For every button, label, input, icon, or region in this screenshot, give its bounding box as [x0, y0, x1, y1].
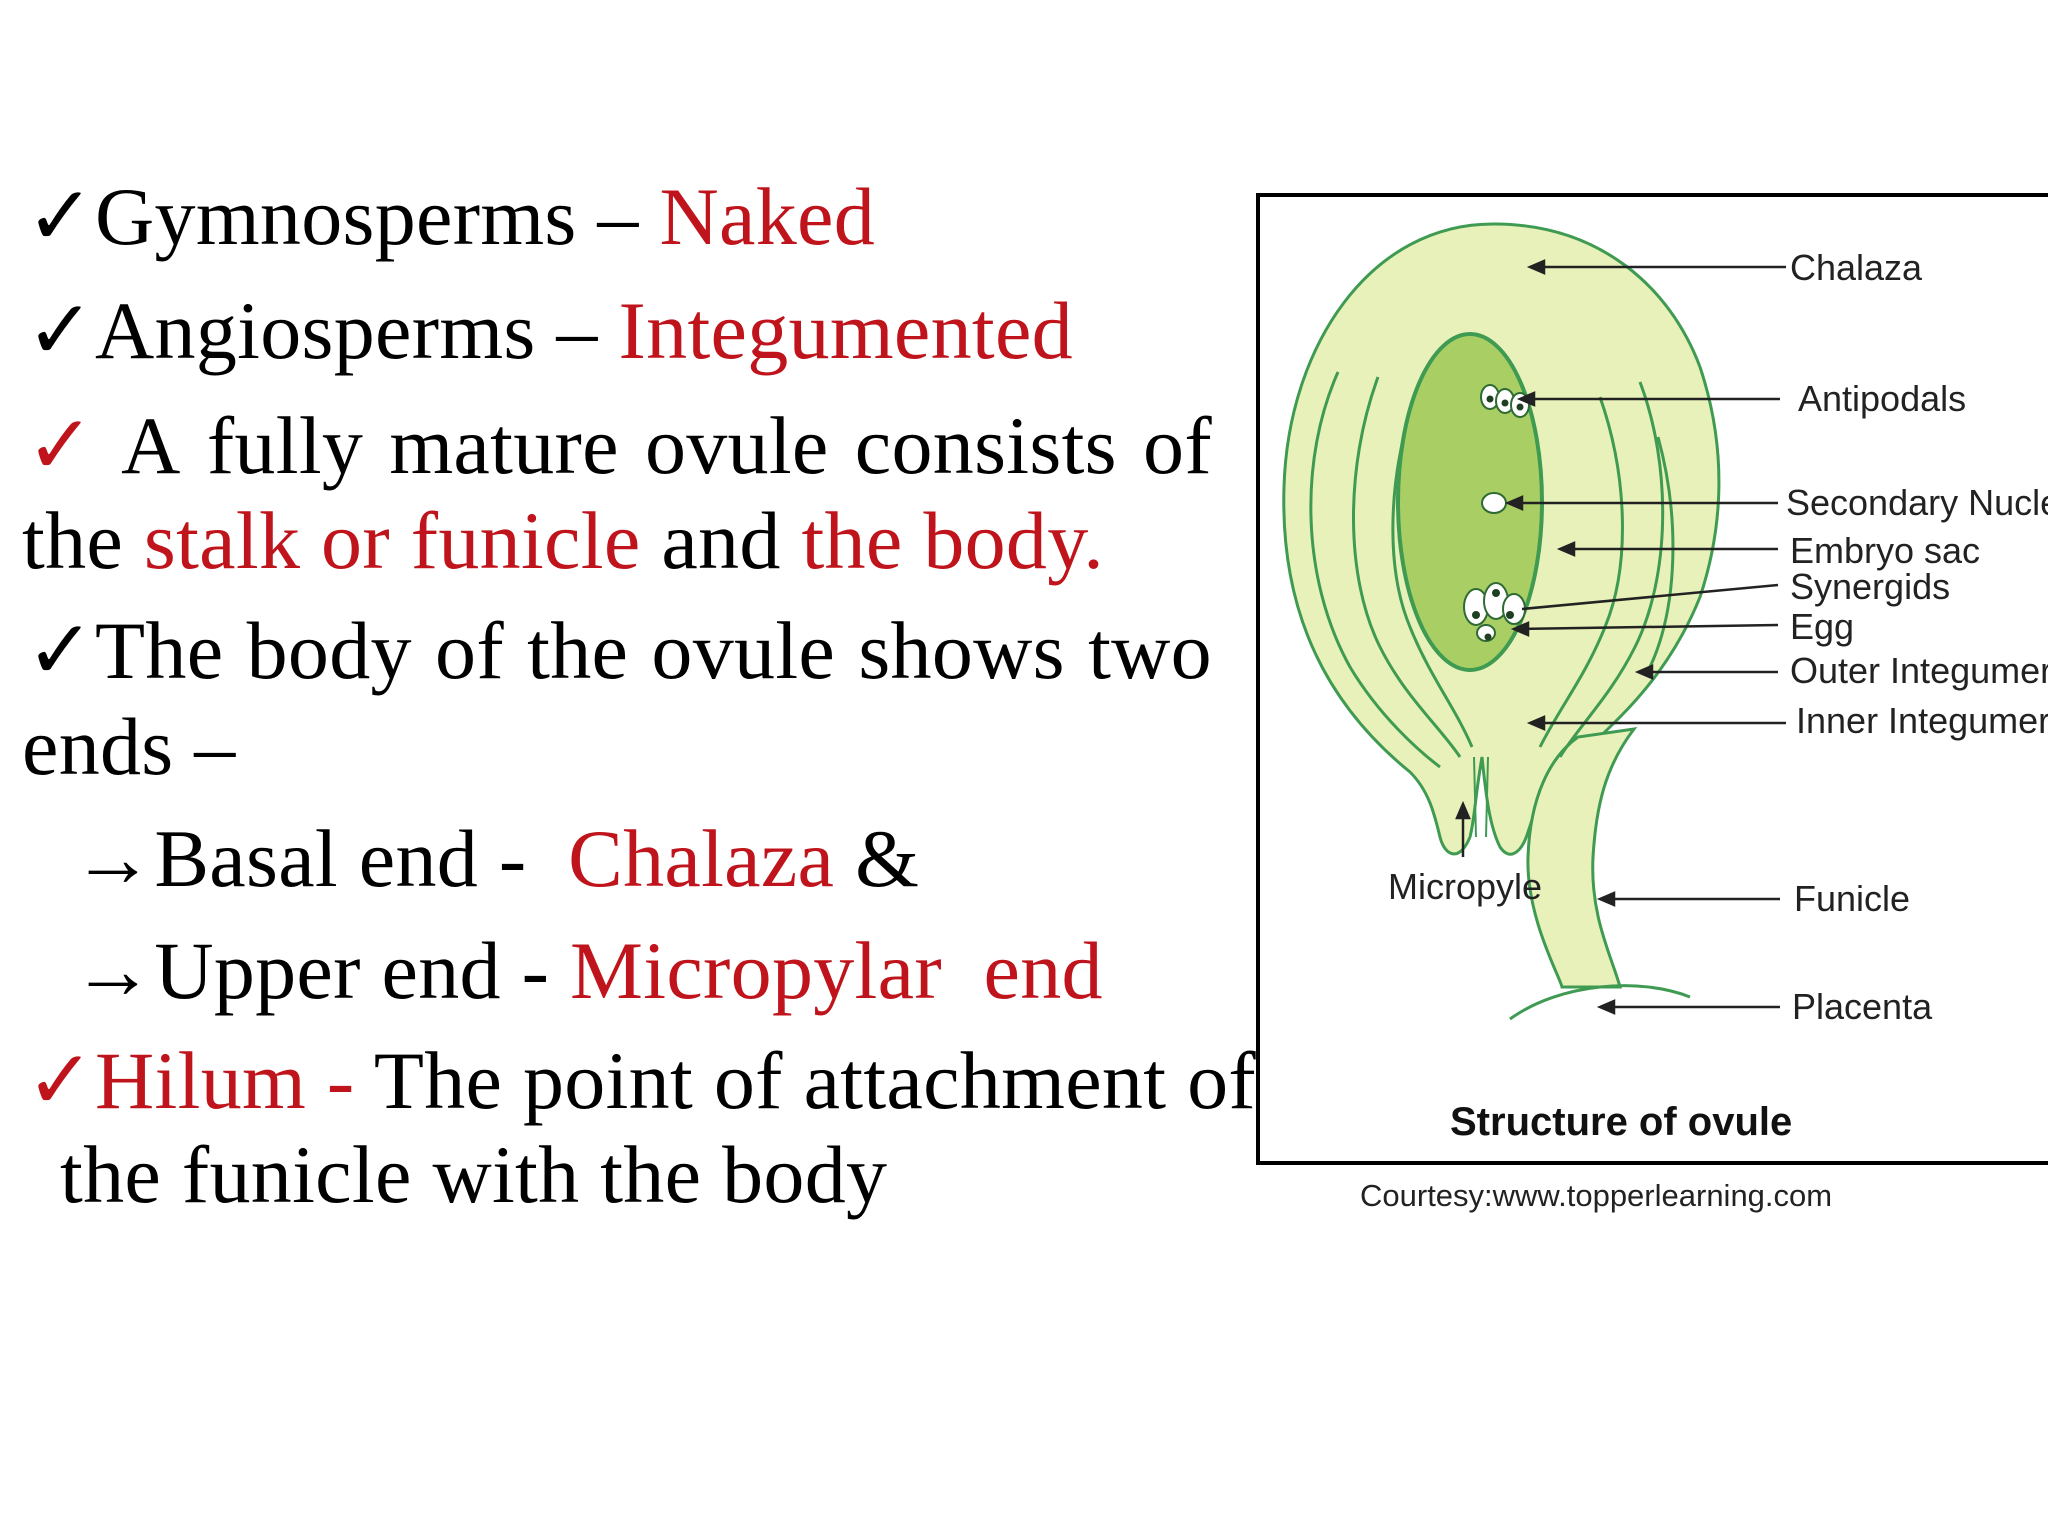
label-synergids: Synergids	[1790, 566, 1950, 607]
bullet-dash: –	[576, 171, 660, 262]
slide-text: ✓Gymnosperms – Naked ✓Angiosperms – Inte…	[22, 176, 1256, 1216]
label-micropyle: Micropyle	[1388, 866, 1542, 907]
bullet-two-ends-line1: ✓The body of the ovule shows two	[26, 610, 1212, 692]
integument-line	[1648, 436, 1675, 668]
ovule-diagram-frame: Chalaza Antipodals Secondary Nucle Embry…	[1256, 193, 2048, 1165]
bullet-gymnosperms: ✓Gymnosperms – Naked	[26, 176, 875, 258]
micropylar-term: Micropylar end	[570, 925, 1103, 1016]
word: the	[527, 605, 629, 696]
text-run: &	[834, 813, 920, 904]
bullet-value: Naked	[659, 171, 876, 262]
check-icon: ✓	[26, 605, 96, 696]
stalk-term: stalk or funicle	[143, 495, 641, 586]
ovule-diagram: Chalaza Antipodals Secondary Nucle Embry…	[1282, 222, 2048, 1144]
label-egg: Egg	[1790, 606, 1854, 647]
word: body	[246, 605, 412, 696]
word: consists	[854, 400, 1117, 491]
text-run: ends –	[22, 701, 236, 792]
word: of	[1143, 400, 1212, 491]
integument-line	[1538, 396, 1624, 748]
integument-line	[1352, 376, 1462, 758]
label-antipodals: Antipodals	[1798, 378, 1966, 419]
bullet-dash: –	[535, 285, 619, 376]
integument-line	[1309, 371, 1441, 769]
word: The	[95, 605, 224, 696]
bullet-hilum-line2: the funicle with the body	[60, 1134, 887, 1216]
arrow-right-icon: →	[72, 813, 155, 904]
check-icon: ✓	[26, 171, 96, 262]
bullet-two-ends-line2: ends –	[22, 706, 236, 788]
word: fully	[206, 400, 364, 491]
word: mature	[389, 400, 619, 491]
bullet-mature-ovule-line2: the stalk or funicle and the body.	[22, 500, 1104, 582]
bullet-mature-ovule-line1: ✓ A fully mature ovule consists of	[26, 405, 1212, 487]
antipodal-cells	[1480, 384, 1530, 418]
word: A	[121, 400, 181, 491]
leader-lines	[1455, 259, 1786, 1015]
text-run: The point of attachment of	[373, 1035, 1256, 1126]
micropyle-canal	[1473, 756, 1489, 838]
bullet-term: Angiosperms	[95, 285, 536, 376]
word: ovule	[644, 400, 829, 491]
check-icon: ✓	[26, 1035, 96, 1126]
body-term: the body.	[801, 495, 1104, 586]
label-inner-integument: Inner Integumer	[1796, 700, 2048, 741]
chalaza-term: Chalaza	[568, 813, 835, 904]
check-icon: ✓	[26, 285, 96, 376]
text-run: Upper end -	[154, 925, 571, 1016]
hilum-term: Hilum -	[95, 1035, 374, 1126]
arrow-right-icon: →	[72, 925, 155, 1016]
label-placenta: Placenta	[1792, 986, 1933, 1027]
label-secondary-nucleus: Secondary Nucle	[1786, 482, 2048, 523]
text-run: Basal end -	[154, 813, 569, 904]
label-outer-integument: Outer Integumer	[1790, 650, 2048, 691]
word: ovule	[651, 605, 836, 696]
secondary-nucleus	[1481, 492, 1507, 514]
check-icon: ✓	[26, 400, 96, 491]
bullet-angiosperms: ✓Angiosperms – Integumented	[26, 290, 1073, 372]
label-chalaza: Chalaza	[1790, 247, 1923, 288]
bullet-hilum-line1: ✓Hilum - The point of attachment of	[26, 1040, 1256, 1122]
diagram-title: Structure of ovule	[1450, 1100, 1792, 1144]
bullet-value: Integumented	[618, 285, 1073, 376]
word: two	[1088, 605, 1212, 696]
courtesy-credit: Courtesy:www.topperlearning.com	[1360, 1178, 1833, 1213]
bullet-term: Gymnosperms	[95, 171, 577, 262]
text-run: and	[640, 495, 802, 586]
text-run: the funicle with the body	[60, 1129, 888, 1220]
placenta-curve	[1509, 984, 1691, 1021]
sub-basal-end: →Basal end - Chalaza &	[72, 818, 919, 900]
word: shows	[858, 605, 1065, 696]
label-funicle: Funicle	[1794, 878, 1910, 919]
word: of	[435, 605, 504, 696]
label-embryo-sac: Embryo sac	[1790, 530, 1980, 571]
sub-upper-end: →Upper end - Micropylar end	[72, 930, 1103, 1012]
text-run: the	[22, 495, 144, 586]
